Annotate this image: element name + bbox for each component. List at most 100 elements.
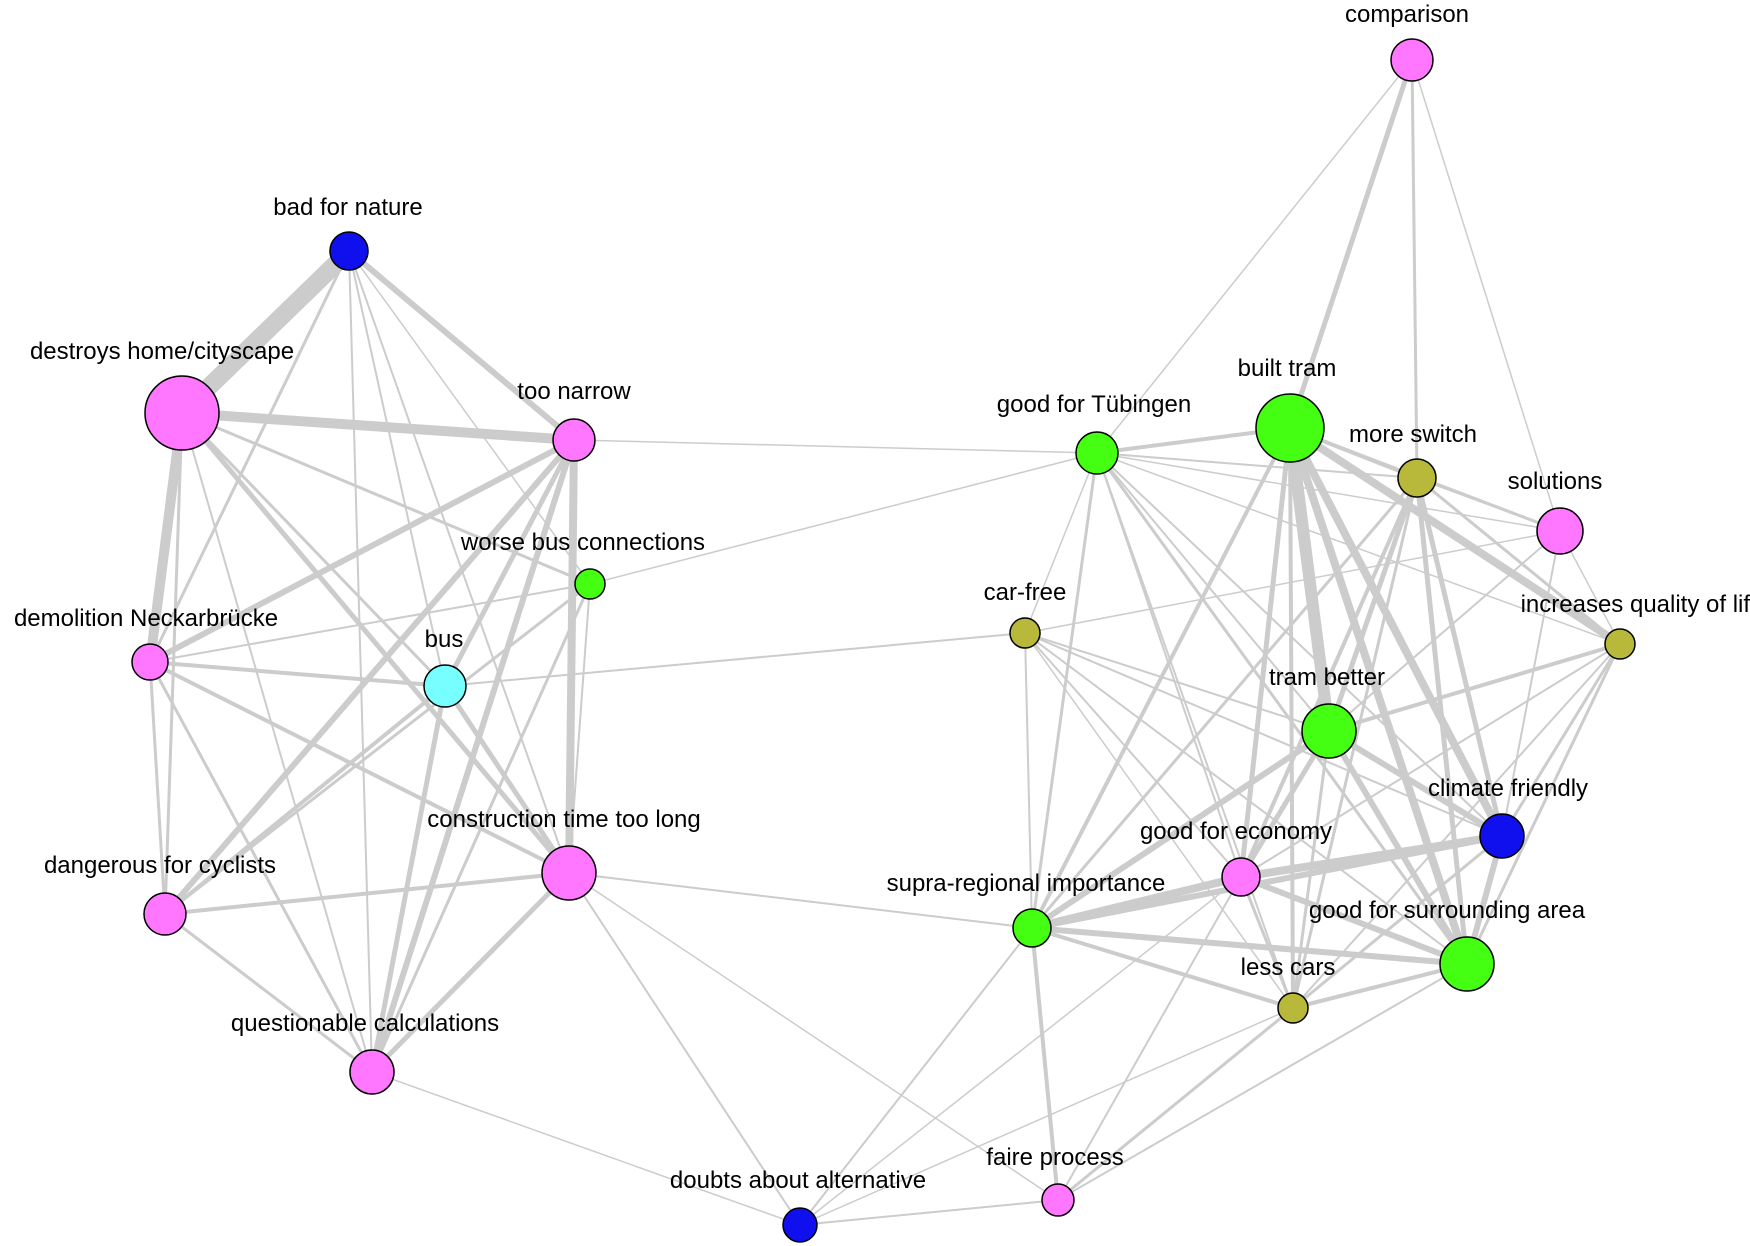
edge-quality-life-tram-better [1328,642,1621,733]
edge-built-tram-climate-friendly [1286,426,1506,838]
node-label-good-surrounding: good for surrounding area [1309,897,1586,924]
node-label-construction-time: construction time too long [427,806,700,833]
node-label-questionable-calc: questionable calculations [231,1010,499,1037]
edge-good-tuebingen-climate-friendly [1096,452,1503,837]
node-label-bad-for-nature: bad for nature [273,194,422,221]
edge-destroys-home-construction-time [180,411,571,875]
node-questionable-calc [349,1049,395,1095]
node-label-built-tram: built tram [1238,355,1337,382]
edge-car-free-supra-regional [1024,632,1033,929]
node-solutions [1536,507,1584,555]
edge-more-switch-tram-better [1326,477,1420,732]
edge-more-switch-solutions [1416,477,1561,532]
node-label-supra-regional: supra-regional importance [887,870,1166,897]
edge-supra-regional-faire-process [1030,927,1060,1201]
edge-too-narrow-demolition [148,437,576,665]
edge-solutions-car-free [1024,530,1561,634]
edge-good-tuebingen-supra-regional [1030,452,1099,929]
edge-too-narrow-good-tuebingen [573,439,1098,454]
node-label-dangerous-cyclists: dangerous for cyclists [44,852,276,879]
edge-too-narrow-questionable-calc [369,439,577,1073]
edge-good-surrounding-faire-process [1057,963,1468,1201]
edge-bus-dangerous-cyclists [163,684,447,916]
edge-less-cars-doubts-alternative [799,1007,1294,1226]
edge-good-economy-faire-process [1057,876,1242,1201]
edge-car-free-tram-better [1024,632,1330,732]
edge-destroys-home-worse-bus [181,411,591,586]
edge-car-free-good-surrounding [1024,632,1468,965]
node-quality-life [1604,628,1636,660]
edge-bad-for-nature-questionable-calc [348,250,373,1073]
node-doubts-alternative [782,1207,818,1243]
edge-destroys-home-too-narrow [181,408,575,445]
edge-construction-time-questionable-calc [370,871,571,1074]
edge-bad-for-nature-too-narrow [347,248,576,443]
edge-quality-life-good-surrounding [1465,643,1622,965]
edge-good-tuebingen-less-cars [1096,452,1294,1009]
edge-built-tram-good-surrounding [1286,426,1471,966]
edge-bus-construction-time [442,684,572,875]
edge-more-switch-less-cars [1291,477,1419,1009]
node-label-good-economy: good for economy [1140,818,1332,845]
edge-good-tuebingen-car-free [1024,452,1098,634]
edge-more-switch-climate-friendly [1414,477,1505,837]
node-label-tram-better: tram better [1269,664,1385,691]
node-climate-friendly [1479,813,1525,859]
edge-doubts-alternative-good-economy [799,876,1242,1226]
edge-quality-life-less-cars [1292,643,1621,1009]
edge-worse-bus-demolition [149,583,591,663]
node-label-car-free: car-free [984,579,1067,606]
node-dangerous-cyclists [143,892,187,936]
edge-less-cars-faire-process [1057,1006,1294,1202]
edge-tram-better-good-economy [1238,729,1332,879]
edge-good-surrounding-less-cars [1292,962,1468,1010]
edge-too-narrow-construction-time [565,439,578,874]
edge-quality-life-climate-friendly [1500,643,1622,837]
edge-more-switch-quality-life [1416,476,1621,646]
edge-demolition-questionable-calc [148,661,374,1073]
edge-climate-friendly-less-cars [1292,834,1503,1010]
node-construction-time [541,845,597,901]
edge-built-tram-good-economy [1238,427,1293,878]
edge-bad-for-nature-destroys-home [175,244,356,420]
edge-supra-regional-doubts-alternative [799,927,1033,1226]
edge-solutions-tram-better [1328,530,1561,732]
edge-supra-regional-good-surrounding [1031,925,1468,967]
edge-bus-car-free [444,632,1026,687]
node-label-doubts-alternative: doubts about alternative [670,1167,926,1194]
edge-solutions-climate-friendly [1501,530,1561,837]
edge-destroys-home-demolition [145,412,187,663]
edge-built-tram-supra-regional [1030,427,1292,929]
node-label-quality-life: increases quality of life [1521,591,1750,618]
node-label-more-switch: more switch [1349,421,1477,448]
edge-worse-bus-dangerous-cyclists [164,582,591,916]
edge-tram-better-climate-friendly [1327,728,1504,839]
edge-destroys-home-questionable-calc [181,412,373,1073]
node-good-tuebingen [1075,431,1119,475]
edge-too-narrow-dangerous-cyclists [162,438,577,916]
edge-worse-bus-good-tuebingen [589,452,1098,585]
node-label-bus: bus [425,626,464,653]
node-worse-bus [574,568,606,600]
edge-car-free-climate-friendly [1024,632,1503,837]
node-more-switch [1397,458,1437,498]
edge-demolition-bus [149,660,446,688]
edge-demolition-construction-time [149,660,570,875]
edge-construction-time-doubts-alternative [568,872,801,1226]
node-less-cars [1277,992,1309,1024]
node-label-worse-bus: worse bus connections [460,529,705,556]
node-car-free [1009,617,1041,649]
edge-bus-questionable-calc [369,685,448,1073]
edge-construction-time-faire-process [568,872,1059,1201]
edge-questionable-calc-doubts-alternative [371,1071,801,1226]
node-supra-regional [1012,908,1052,948]
node-label-too-narrow: too narrow [517,378,631,405]
edge-doubts-alternative-faire-process [799,1199,1059,1226]
edge-demolition-dangerous-cyclists [148,661,167,915]
edge-car-free-good-economy [1024,632,1242,878]
edge-tram-better-good-surrounding [1326,729,1470,966]
edge-quality-life-good-economy [1240,643,1621,878]
node-label-good-tuebingen: good for Tübingen [997,391,1191,418]
edge-more-switch-good-surrounding [1414,477,1470,965]
